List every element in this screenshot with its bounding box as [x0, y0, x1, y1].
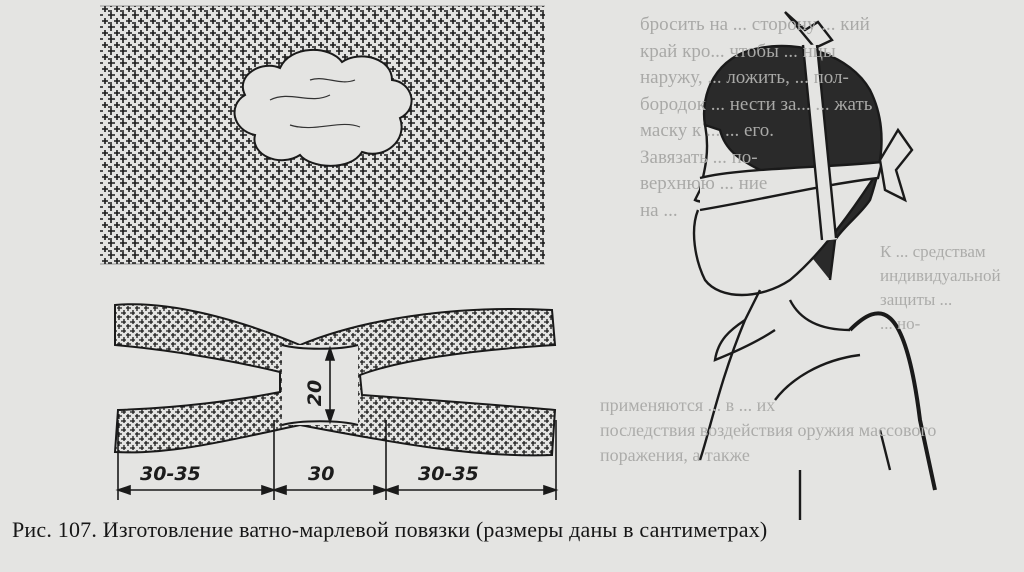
bleed-through-text-top: бросить на ... сторону ... кий край кро.…	[640, 12, 1015, 224]
bleed-line: Завязать ... по-	[640, 146, 758, 168]
bleed-line: защиты ...	[880, 290, 953, 309]
bleed-line: последствия воздействия оружия массового…	[600, 420, 937, 465]
bleed-through-text-side: К ... средствам индивидуальной защиты ..…	[880, 240, 1020, 336]
bleed-through-text-bottom: применяются ... в ... их последствия воз…	[600, 393, 1015, 468]
bleed-line: наружу, ... ложить, ... пол-	[640, 67, 849, 88]
bleed-line: бросить на ... сторону ... кий	[640, 14, 870, 35]
cotton-wad	[233, 49, 413, 167]
gauze-sheet-with-cotton	[100, 5, 545, 265]
bleed-line: маску к ... ... его.	[640, 120, 774, 141]
bleed-line: применяются ... в ... их	[600, 395, 776, 415]
bandage-cross	[113, 303, 559, 500]
figure-caption: Рис. 107. Изготовление ватно-марлевой по…	[12, 517, 768, 542]
dimension-right-label: 30-35	[418, 463, 479, 485]
bleed-line: бородок ... нести за... ... жать	[640, 93, 873, 115]
bleed-line: на ...	[640, 199, 678, 221]
bleed-line: край кро... чтобы ... нцы	[640, 40, 836, 62]
dimension-left-label: 30-35	[140, 463, 201, 485]
dimension-lines	[115, 345, 559, 500]
dimension-center-label: 30	[308, 463, 335, 485]
bleed-line: ... но-	[880, 314, 921, 333]
dimension-height-label: 20	[304, 379, 327, 407]
bleed-line: К ... средствам индивидуальной	[880, 242, 1001, 285]
bleed-line: верхнюю ... ние	[640, 173, 768, 194]
person-wearing-mask	[692, 11, 937, 520]
